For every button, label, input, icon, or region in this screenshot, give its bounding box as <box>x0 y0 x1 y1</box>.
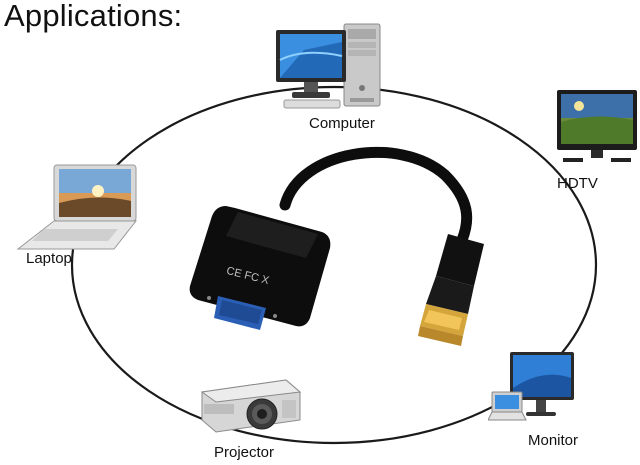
projector-icon <box>196 374 304 436</box>
page-title: Applications: <box>4 0 183 33</box>
hdtv-icon <box>555 88 639 168</box>
vga-adapter-body <box>189 206 331 330</box>
monitor-icon <box>488 348 578 426</box>
monitor-label: Monitor <box>528 432 579 449</box>
hdtv-label: HDTV <box>557 175 598 192</box>
computer-label: Computer <box>309 115 375 132</box>
displayport-plug <box>418 234 484 346</box>
projector-label: Projector <box>214 444 275 461</box>
desktop-computer-icon <box>274 20 394 112</box>
laptop-label: Laptop <box>26 250 72 267</box>
laptop-icon <box>16 163 138 253</box>
